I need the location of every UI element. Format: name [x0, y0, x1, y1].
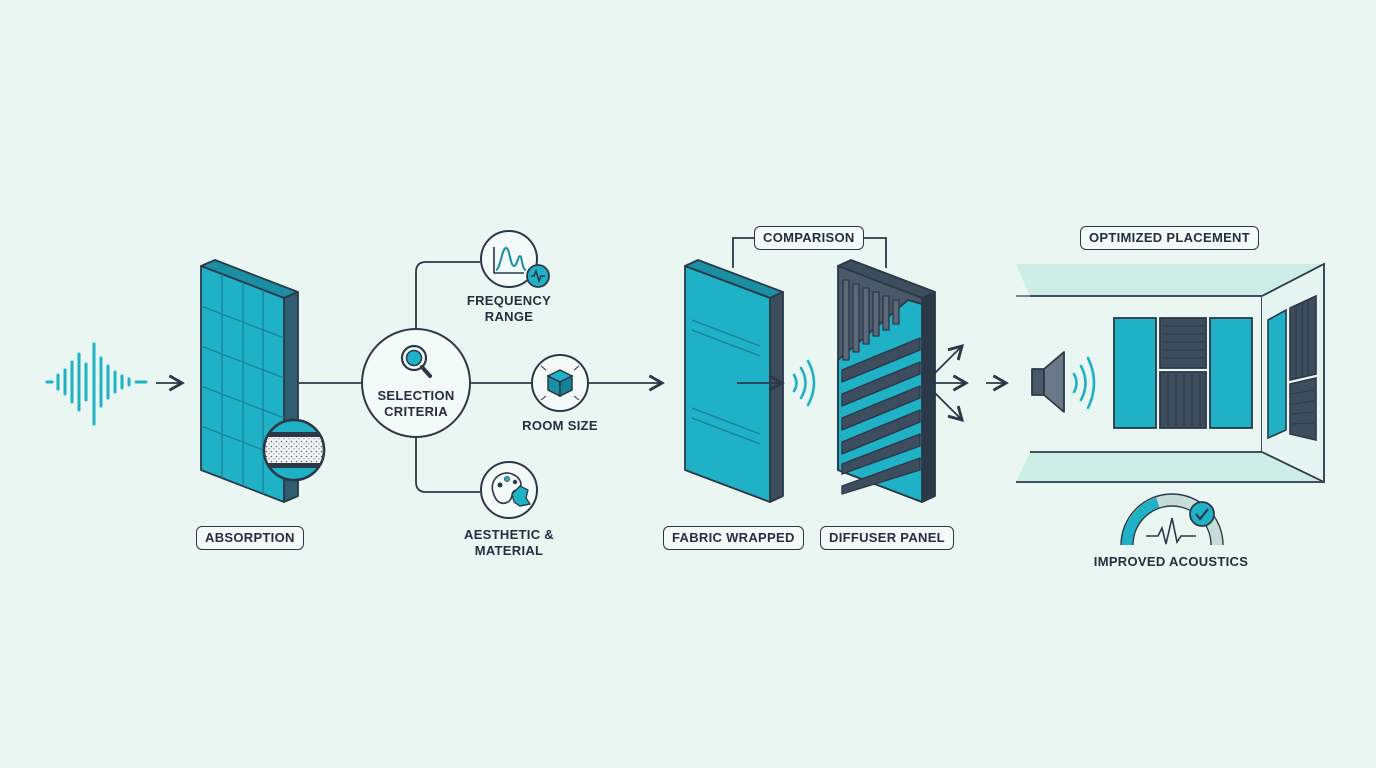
- selection-criteria-line1: SELECTION: [377, 388, 455, 403]
- diffuser-panel-label: DIFFUSER PANEL: [820, 526, 954, 550]
- side-wall-panels: [1267, 294, 1317, 442]
- optimized-placement-label: OPTIMIZED PLACEMENT: [1080, 226, 1259, 250]
- frequency-range-line1: FREQUENCY: [466, 293, 552, 308]
- selection-criteria-line2: CRITERIA: [384, 404, 448, 419]
- selection-criteria-label: SELECTION CRITERIA: [377, 388, 454, 420]
- comparison-label: COMPARISON: [754, 226, 864, 250]
- diffusion-arrows: [927, 343, 969, 423]
- aesthetic-material-label: AESTHETIC & MATERIAL: [464, 527, 554, 559]
- check-icon: [1189, 501, 1215, 527]
- diffuser-panel: [837, 259, 936, 503]
- speaker-sound-waves: [1072, 356, 1096, 410]
- speaker-icon: [1031, 351, 1065, 413]
- frequency-range-label: FREQUENCY RANGE: [467, 293, 551, 325]
- branch-connectors: [415, 261, 532, 493]
- fabric-wrapped-label: FABRIC WRAPPED: [663, 526, 804, 550]
- fabric-wrapped-panel: [684, 259, 784, 503]
- back-wall-panels: [1113, 317, 1253, 429]
- comparison-bracket: [732, 237, 887, 268]
- absorption-material-zoom: [262, 418, 326, 482]
- palette-icon: [480, 461, 538, 519]
- sound-wave-icon: [45, 342, 148, 426]
- aesthetic-material-line1: AESTHETIC &: [464, 527, 554, 542]
- fabric-sound-waves: [792, 359, 816, 407]
- aesthetic-material-line2: MATERIAL: [474, 543, 544, 558]
- improved-acoustics-label: IMPROVED ACOUSTICS: [1093, 554, 1249, 569]
- magnifier-icon: [400, 344, 432, 378]
- frequency-chart-icon: [480, 230, 550, 288]
- gauge-icon: [1120, 493, 1224, 546]
- absorption-label: ABSORPTION: [196, 526, 304, 550]
- room-size-label: ROOM SIZE: [522, 418, 598, 433]
- cube-icon: [531, 354, 589, 412]
- frequency-range-line2: RANGE: [484, 309, 534, 324]
